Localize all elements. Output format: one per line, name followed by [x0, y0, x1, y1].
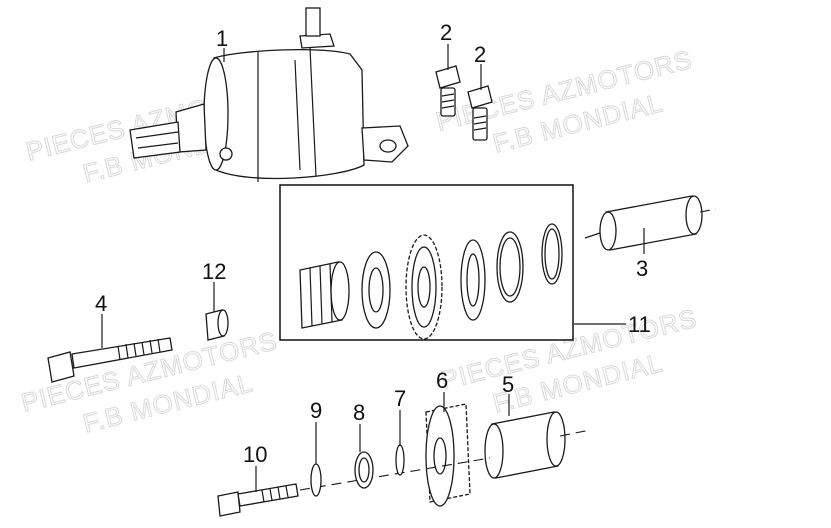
callout-9: 9 [310, 398, 322, 423]
callout-4: 4 [95, 291, 107, 316]
sleeve-5 [484, 411, 591, 479]
spacer-ring [496, 231, 524, 303]
idler-gear [405, 234, 443, 340]
callout-8: 8 [353, 400, 365, 425]
callout-3: 3 [636, 256, 648, 281]
snap-ring [541, 223, 563, 285]
pinion-gear [299, 261, 350, 329]
thrust-washer [361, 251, 391, 329]
callout-2b: 2 [474, 42, 486, 67]
callout-6: 6 [436, 368, 448, 393]
callout-7: 7 [394, 386, 406, 411]
circlip-8 [354, 451, 374, 489]
washer-9 [310, 463, 322, 497]
assembly-box-11 [279, 184, 574, 341]
callout-10: 10 [243, 442, 267, 467]
starter-motor [129, 7, 409, 182]
washer-7 [395, 444, 405, 476]
callout-11: 11 [628, 312, 651, 337]
callout-12: 12 [202, 259, 226, 284]
callout-2a: 2 [440, 20, 452, 45]
gear-6 [425, 403, 471, 507]
leader-lines [101, 44, 645, 492]
callout-5: 5 [502, 372, 514, 397]
callout-1: 1 [216, 26, 228, 51]
bolt-10 [217, 483, 299, 517]
collar-12 [205, 309, 229, 341]
bushing-3 [584, 195, 717, 251]
bolt-2a [435, 65, 461, 117]
bearing-washer [460, 239, 486, 321]
bolt-4 [47, 337, 173, 383]
